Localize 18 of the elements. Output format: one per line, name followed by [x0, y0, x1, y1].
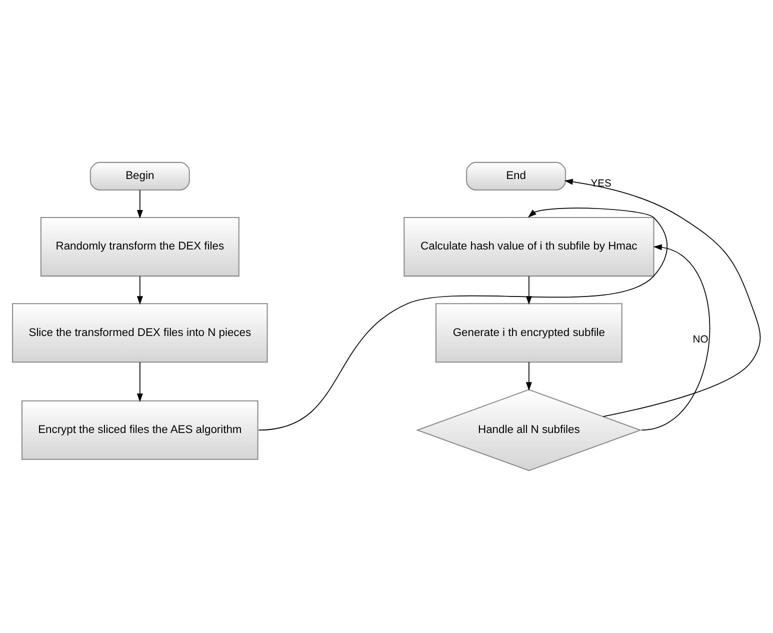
- arrow: [136, 276, 143, 305]
- node-box: Slice the transformed DEX files into N pieces: [12, 303, 268, 363]
- edge-label: YES: [590, 178, 612, 190]
- node-box: Encrypt the sliced files the AES algorithm: [21, 400, 258, 460]
- arrow: [641, 244, 710, 431]
- node-box: Calculate hash value of i th subfile by Hmac: [404, 217, 654, 277]
- arrow: [526, 362, 532, 391]
- arrow: [136, 190, 143, 219]
- arrow: [136, 362, 143, 402]
- arrow: [526, 276, 532, 305]
- node-box: Randomly transform the DEX files: [40, 217, 240, 277]
- node-box: Generate i th encrypted subfile: [435, 303, 622, 363]
- arrow: [258, 208, 668, 431]
- node-box: End: [466, 162, 566, 190]
- node-diamond: Handle all N subfiles: [416, 389, 642, 472]
- arrow: [564, 178, 761, 417]
- node-box: Begin: [90, 162, 190, 190]
- edge-label: NO: [692, 334, 708, 346]
